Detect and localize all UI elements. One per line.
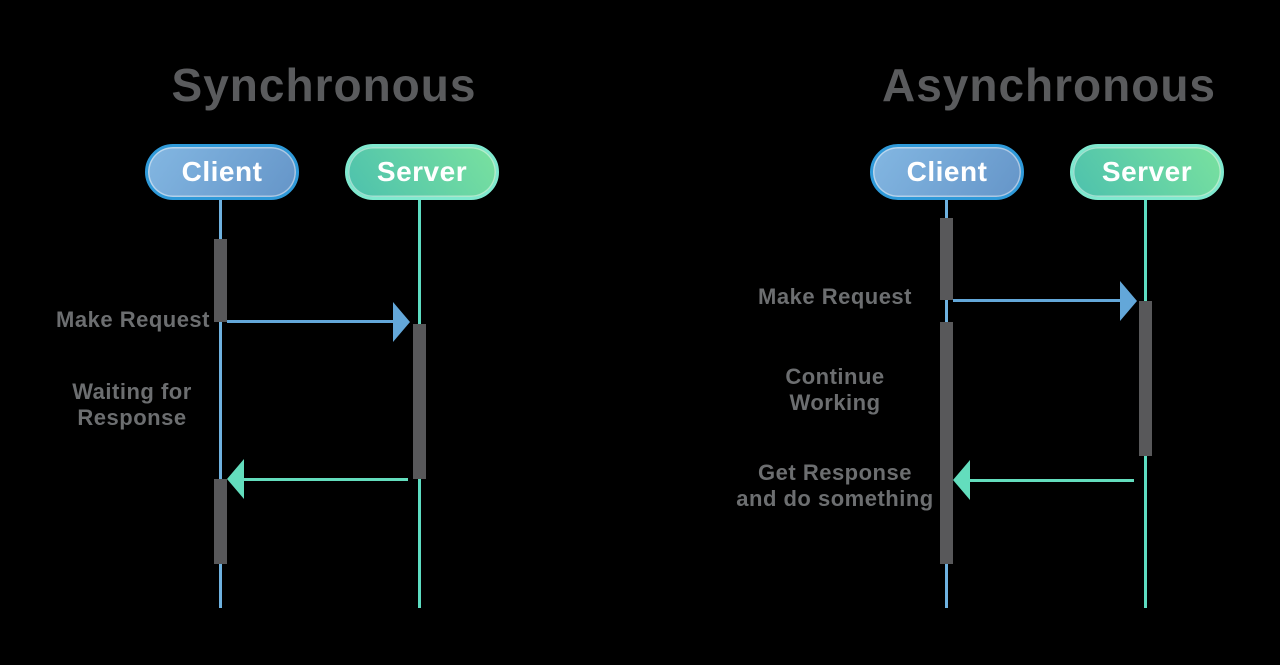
async-continue-label-line2: Working <box>789 390 881 415</box>
async-client-lifeline-segment <box>945 200 948 219</box>
sync-client-lifeline-segment <box>219 200 222 240</box>
sync-server-actor: Server <box>345 144 499 200</box>
async-client-label: Client <box>906 156 988 187</box>
sync-server-label: Server <box>376 156 468 187</box>
async-client-activation-bar <box>940 218 953 300</box>
sync-response-arrowhead-icon <box>227 459 244 499</box>
async-client-activation-bar <box>940 322 953 564</box>
sync-waiting-label-line2: Response <box>77 405 187 430</box>
sync-client-activation-bar <box>214 239 227 322</box>
async-response-arrowhead-icon <box>953 460 970 500</box>
sync-waiting-label: Waiting for Response <box>32 379 232 431</box>
async-client-actor: Client <box>870 144 1024 200</box>
async-make-request-label: Make Request <box>758 284 912 309</box>
async-client-lifeline-segment <box>945 563 948 608</box>
sync-waiting-label-line1: Waiting for <box>72 379 192 404</box>
async-continue-label: Continue Working <box>735 364 935 416</box>
async-client-lifeline-segment <box>945 300 948 323</box>
async-get-response-label-line1: Get Response <box>758 460 912 485</box>
async-server-lifeline-segment <box>1144 200 1147 302</box>
sync-request-arrow-line <box>227 320 394 323</box>
async-server-actor: Server <box>1070 144 1224 200</box>
sync-client-lifeline-segment <box>219 563 222 608</box>
sync-server-lifeline-segment <box>418 200 421 325</box>
sync-client-lifeline-segment <box>219 322 222 480</box>
async-get-response-label-line2: and do something <box>736 486 934 511</box>
sync-request-arrowhead-icon <box>393 302 410 342</box>
async-get-response-label: Get Response and do something <box>715 460 955 512</box>
async-server-activation-bar <box>1139 301 1152 456</box>
sync-title: Synchronous <box>171 59 477 111</box>
async-response-arrow-line <box>970 479 1134 482</box>
sync-client-activation-bar <box>214 479 227 564</box>
async-request-arrowhead-icon <box>1120 281 1137 321</box>
sync-server-lifeline-segment <box>418 479 421 608</box>
async-server-label: Server <box>1101 156 1193 187</box>
sync-client-label: Client <box>181 156 263 187</box>
sync-client-actor: Client <box>145 144 299 200</box>
async-title: Asynchronous <box>881 59 1217 111</box>
async-server-lifeline-segment <box>1144 456 1147 608</box>
sync-server-activation-bar <box>413 324 426 479</box>
async-request-arrow-line <box>953 299 1120 302</box>
sync-make-request-label: Make Request <box>56 307 210 332</box>
async-continue-label-line1: Continue <box>785 364 885 389</box>
sync-response-arrow-line <box>244 478 408 481</box>
